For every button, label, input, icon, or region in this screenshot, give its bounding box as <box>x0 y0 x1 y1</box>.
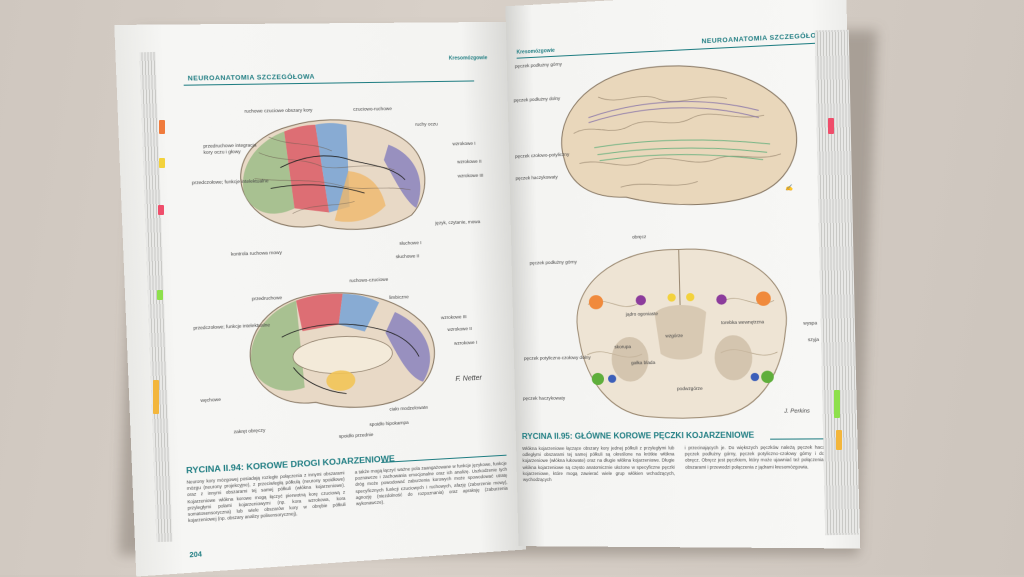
right-corner-tab: Kresomózgowie <box>516 48 554 56</box>
left-signature: F. Netter <box>455 376 482 382</box>
left-corner-tab: Kresomózgowie <box>449 55 488 61</box>
index-tab <box>157 290 163 300</box>
label-visual-1-bottom: wzrokowe I <box>454 340 477 346</box>
label-hippocampal-commissure: spoidło hipokampa <box>369 420 408 427</box>
label-sensorimotor: czuciowo-ruchowe <box>353 106 392 112</box>
label-auditory-1: słuchowe I <box>399 240 421 246</box>
label-insula: wyspa <box>803 320 817 325</box>
right-page: Kresomózgowie NEUROANATOMIA SZCZEGÓŁOWA <box>505 0 860 549</box>
index-tab <box>159 120 165 134</box>
label-visual-3-top: wzrokowe III <box>458 173 484 179</box>
index-tab <box>158 205 164 215</box>
left-lateral-brain-illustration <box>225 108 437 241</box>
left-body-col-2: a także mogą łączyć ważne pola zaangażow… <box>355 461 508 508</box>
right-coronal-section-illustration <box>556 238 809 426</box>
left-page-number: 204 <box>189 551 202 559</box>
right-signature: J. Perkins <box>784 409 810 414</box>
label-thalamus: wzgórze <box>665 333 683 338</box>
label-visual-2-top: wzrokowe II <box>457 159 482 165</box>
right-top-signature: ✍ <box>785 186 793 191</box>
index-tab <box>836 430 842 450</box>
label-eye-movements: ruchy oczu <box>415 121 438 126</box>
right-body-col-2: i przecinających je. Do większych pęczkó… <box>685 444 844 470</box>
right-body-col-1: Włókna kojarzeniowe łączące obszary kory… <box>522 445 675 483</box>
label-auditory-2: słuchowe II <box>396 253 420 259</box>
label-globus-pallidus: gałka blada <box>631 360 655 365</box>
index-tab <box>153 380 159 414</box>
index-tab <box>159 158 165 168</box>
right-figure-caption: RYCINA II.95: GŁÓWNE KOROWE PĘCZKI KOJAR… <box>522 431 755 441</box>
label-cingulum: obręcz <box>632 234 646 239</box>
label-visual-2-bottom: wzrokowe II <box>447 326 472 332</box>
left-page: NEUROANATOMIA SZCZEGÓŁOWA Kresomózgowie <box>114 22 526 577</box>
label-inferior-fronto-occipital: pęczek potyliczno-czołowy dolny <box>524 355 591 361</box>
left-body-col-1: Neurony kory mózgowej posiadają rozległe… <box>186 470 346 524</box>
index-tab <box>828 118 834 134</box>
label-speech-motor: kontrola ruchowa mowy <box>231 250 282 257</box>
label-language: język, czytanie, mowa <box>435 219 480 225</box>
index-tab <box>834 390 840 418</box>
label-visual-3-bottom: wzrokowe III <box>441 314 467 320</box>
label-limbic: limbiczne <box>389 294 409 300</box>
label-neck: szyja <box>808 337 819 342</box>
label-anterior-commissure: spoidło przednie <box>339 432 374 439</box>
label-visual-1-top: wzrokowe I <box>452 141 475 147</box>
left-medial-brain-illustration <box>238 280 450 422</box>
label-olfactory: węchowe <box>200 397 221 403</box>
label-eye-head-cortex: kory oczu i głowy <box>203 149 240 155</box>
left-page-header: NEUROANATOMIA SZCZEGÓŁOWA <box>188 74 315 83</box>
label-caudate: jądro ogoniaste <box>626 311 658 317</box>
label-putamen: skorupa <box>614 344 631 349</box>
label-hypothalamus: podwzgórze <box>677 386 703 391</box>
right-lateral-brain-illustration <box>547 52 809 215</box>
label-uncinate-bottom: pęczek haczykowaty <box>523 395 565 400</box>
label-internal-capsule: torebka wewnętrzna <box>721 319 764 325</box>
label-cingulate: zakręt obręczy <box>234 428 266 435</box>
